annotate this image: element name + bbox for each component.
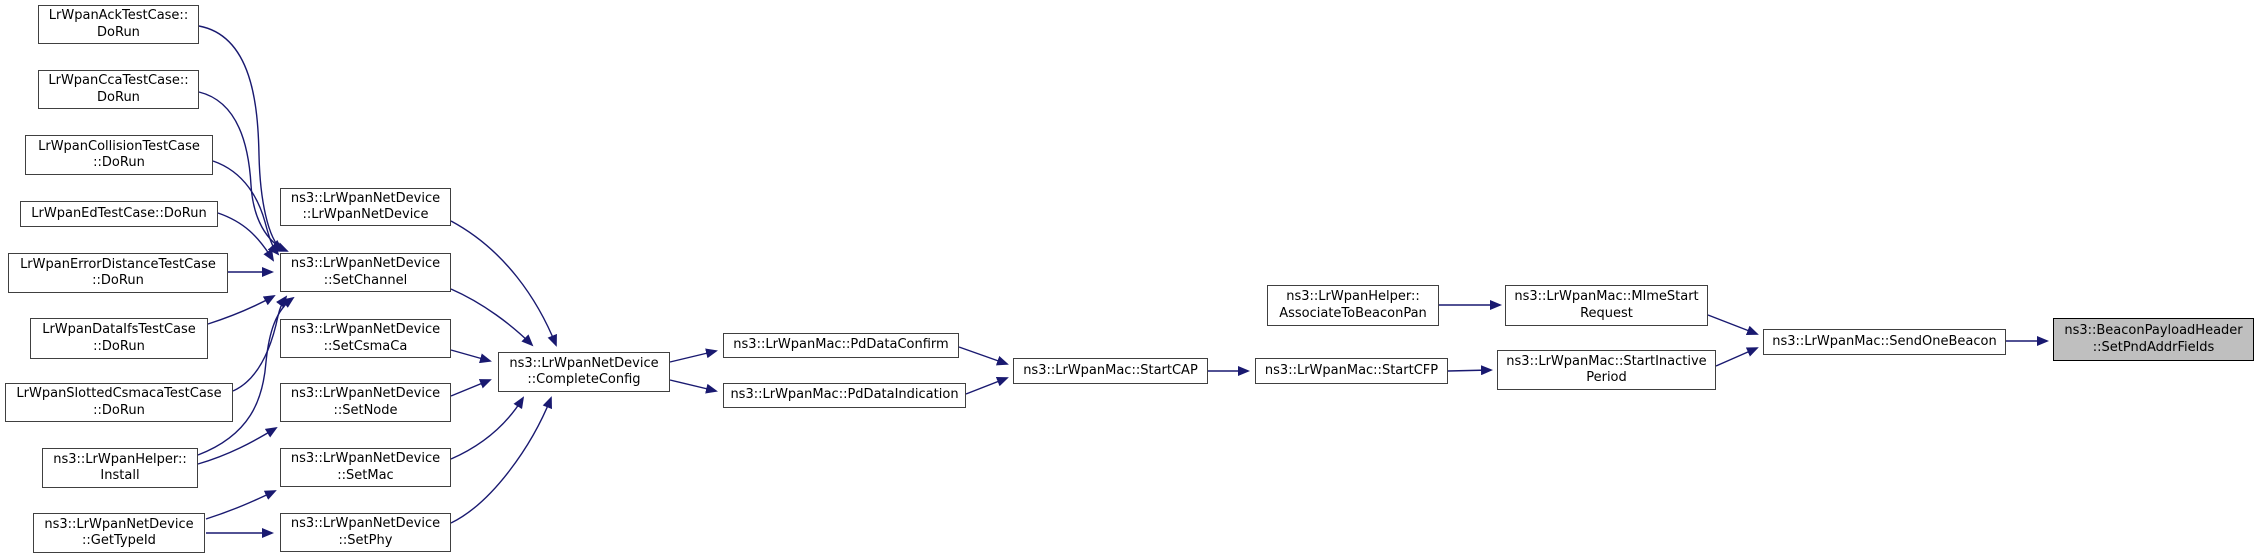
edge-data-ifs-dorun--set-channel (207, 295, 276, 325)
edge-ed-dorun--set-channel (217, 212, 275, 262)
node-ed-dorun[interactable]: LrWpanEdTestCase::DoRun (20, 201, 218, 227)
edge-start-inactive-period--send-one-beacon (1715, 347, 1759, 367)
node-get-type-id[interactable]: ns3::LrWpanNetDevice ::GetTypeId (33, 513, 205, 553)
node-pd-data-indication[interactable]: ns3::LrWpanMac::PdDataIndication (723, 383, 966, 408)
edge-start-cfp--start-inactive-period (1447, 365, 1493, 376)
node-set-phy[interactable]: ns3::LrWpanNetDevice ::SetPhy (280, 513, 451, 552)
edge-complete-config--pd-data-indication (669, 379, 718, 394)
edge-install--set-node (197, 426, 278, 465)
edge-collision-dorun--set-channel (212, 160, 280, 256)
node-set-node[interactable]: ns3::LrWpanNetDevice ::SetNode (280, 383, 451, 422)
node-send-one-beacon[interactable]: ns3::LrWpanMac::SendOneBeacon (1763, 329, 2006, 355)
node-start-inactive-period[interactable]: ns3::LrWpanMac::StartInactive Period (1497, 350, 1716, 390)
edge-pd-data-confirm--start-cap (958, 346, 1009, 366)
node-mlme-start-request[interactable]: ns3::LrWpanMac::MlmeStart Request (1505, 285, 1708, 326)
edge-mlme-start-request--send-one-beacon (1707, 314, 1759, 336)
edge-set-phy--complete-config (450, 396, 552, 524)
node-start-cap[interactable]: ns3::LrWpanMac::StartCAP (1013, 358, 1208, 384)
node-lrwpan-net-device-ctor[interactable]: ns3::LrWpanNetDevice ::LrWpanNetDevice (280, 188, 451, 226)
node-cca-dorun[interactable]: LrWpanCcaTestCase:: DoRun (38, 70, 199, 109)
node-install[interactable]: ns3::LrWpanHelper:: Install (42, 448, 198, 488)
node-pd-data-confirm[interactable]: ns3::LrWpanMac::PdDataConfirm (723, 333, 959, 358)
edge-pd-data-indication--start-cap (965, 376, 1009, 395)
edge-set-node--complete-config (450, 379, 492, 397)
node-slotted-csmaca-dorun[interactable]: LrWpanSlottedCsmacaTestCase ::DoRun (5, 383, 233, 422)
node-data-ifs-dorun[interactable]: LrWpanDataIfsTestCase ::DoRun (30, 318, 208, 359)
node-set-csma-ca[interactable]: ns3::LrWpanNetDevice ::SetCsmaCa (280, 319, 451, 358)
edge-set-csma-ca--complete-config (450, 349, 492, 364)
node-ack-dorun[interactable]: LrWpanAckTestCase:: DoRun (38, 5, 199, 44)
edge-complete-config--pd-data-confirm (669, 348, 718, 363)
node-associate-to-beacon-pan[interactable]: ns3::LrWpanHelper:: AssociateToBeaconPan (1267, 285, 1439, 326)
edge-install--set-channel (197, 296, 295, 456)
edge-ack-dorun--set-channel (198, 25, 284, 252)
node-complete-config[interactable]: ns3::LrWpanNetDevice ::CompleteConfig (498, 352, 670, 392)
node-start-cfp[interactable]: ns3::LrWpanMac::StartCFP (1255, 358, 1448, 384)
node-set-mac[interactable]: ns3::LrWpanNetDevice ::SetMac (280, 448, 451, 487)
edge-set-channel--complete-config (450, 288, 534, 347)
edge-get-type-id--set-mac (205, 490, 277, 520)
node-error-distance-dorun[interactable]: LrWpanErrorDistanceTestCase ::DoRun (8, 253, 228, 293)
edge-set-mac--complete-config (450, 396, 525, 460)
node-set-pnd-addr-fields: ns3::BeaconPayloadHeader ::SetPndAddrFie… (2053, 318, 2254, 361)
node-set-channel[interactable]: ns3::LrWpanNetDevice ::SetChannel (280, 253, 451, 292)
edge-slotted-csmaca-dorun--set-channel (232, 295, 288, 392)
node-collision-dorun[interactable]: LrWpanCollisionTestCase ::DoRun (25, 135, 213, 175)
edge-lrwpan-net-device-ctor--complete-config (450, 220, 557, 347)
